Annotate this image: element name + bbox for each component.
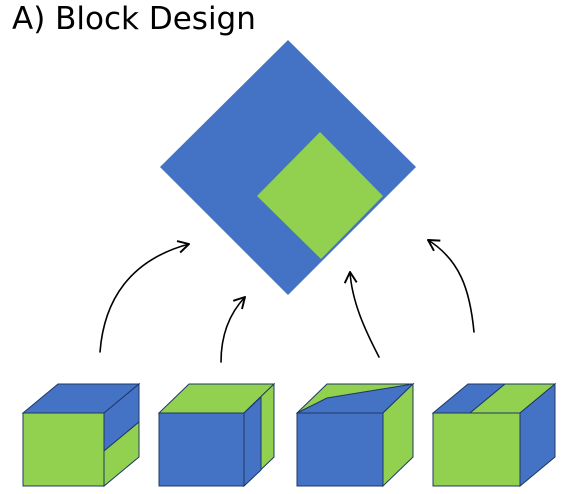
block-4-front-face (432, 412, 521, 487)
block-2-front-face (158, 412, 245, 487)
block-1-front-face (22, 412, 105, 487)
arrow-2 (220, 296, 246, 363)
target-inner-square-green (257, 132, 383, 259)
block-2-side-stripe (243, 395, 262, 488)
block-4-side-face (519, 382, 556, 488)
block-4 (431, 382, 557, 488)
target-pattern (160, 40, 416, 295)
arrow-3 (343, 271, 380, 358)
block-3-side-face (382, 382, 414, 488)
block-3 (295, 382, 415, 488)
arrow-4 (427, 239, 475, 333)
block-2 (157, 382, 276, 488)
arrow-1 (99, 240, 190, 353)
block-3-front-face (296, 412, 384, 487)
diagram-title: A) Block Design (12, 1, 256, 37)
block-1 (21, 382, 141, 488)
block-1-side-green (103, 420, 140, 488)
arrows (99, 239, 475, 363)
